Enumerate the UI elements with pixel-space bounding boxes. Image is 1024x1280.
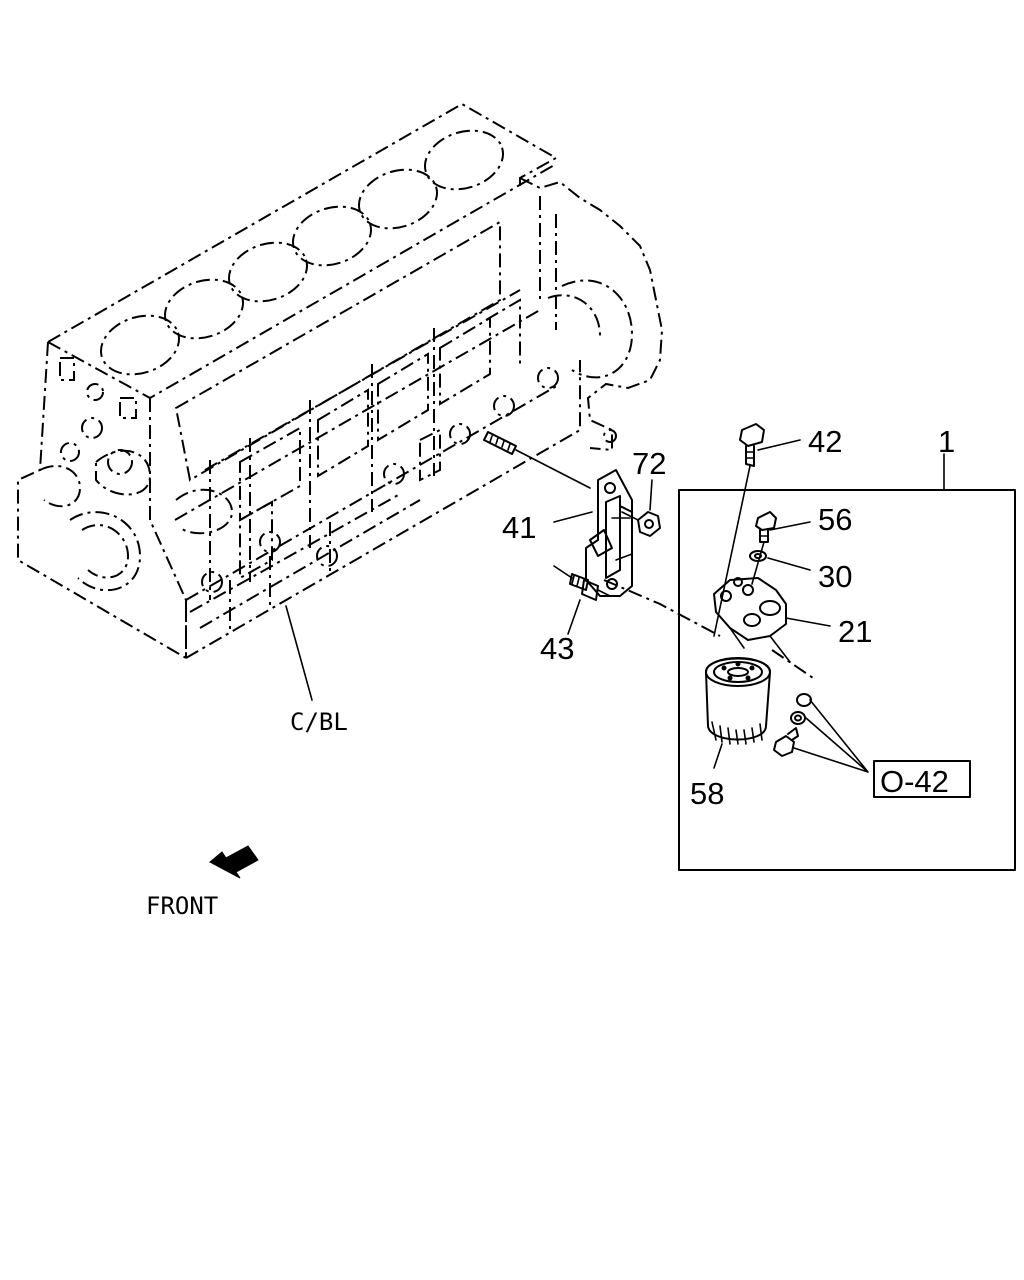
- group-ref-box: [873, 760, 971, 798]
- front-arrow-icon: [209, 845, 259, 879]
- block-stud: [483, 431, 591, 489]
- bolt-42-leader: [757, 439, 801, 451]
- callout-72: 72: [632, 446, 666, 481]
- group-ref-label: O-42: [880, 764, 949, 799]
- oil-filter-bracket: [585, 469, 633, 597]
- seal-assembly-line: [771, 649, 817, 681]
- cylinder-block: [17, 102, 664, 659]
- block-ref-leader: [285, 605, 313, 701]
- callout-43: 43: [540, 631, 574, 666]
- cartridge-58-leader: [713, 743, 723, 769]
- bracket-leader: [553, 511, 593, 523]
- assembly-group-box: [678, 489, 1016, 871]
- block-ref-label: C/BL: [290, 708, 348, 736]
- long-bolt: [713, 423, 765, 637]
- bracket-nut: [621, 511, 661, 537]
- callout-1: 1: [938, 424, 955, 459]
- washer-30-leader: [767, 557, 811, 571]
- nut-72-leader: [649, 479, 653, 511]
- seal-set: [773, 693, 869, 773]
- assembly-line: [603, 579, 721, 637]
- front-label: FRONT: [146, 892, 218, 920]
- sealing-washer: [749, 550, 767, 562]
- callout-21: 21: [838, 614, 872, 649]
- bolt-43-leader: [567, 599, 581, 635]
- callout-30: 30: [818, 559, 852, 594]
- bolt-56-leader: [769, 521, 811, 531]
- callout-58: 58: [690, 776, 724, 811]
- callout-56: 56: [818, 502, 852, 537]
- callout-42: 42: [808, 424, 842, 459]
- callout-41: 41: [502, 510, 536, 545]
- oil-filter-head: [713, 577, 791, 663]
- oil-filter-cartridge: [705, 657, 771, 745]
- short-bolt: [751, 511, 777, 585]
- bracket-bolt: [553, 565, 611, 601]
- head-21-leader: [785, 617, 831, 627]
